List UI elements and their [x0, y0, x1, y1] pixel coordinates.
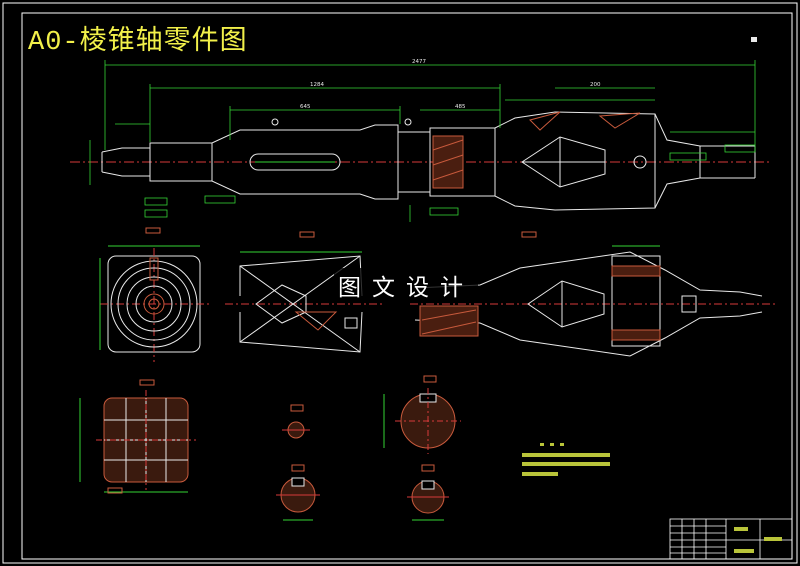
watermark: 图文设计	[334, 268, 478, 302]
section-view-large-circle	[383, 375, 461, 454]
roughness-mark	[751, 37, 757, 42]
main-view-dimension-text: 2477 1284 645 485 200	[300, 59, 601, 110]
dim-segment-a: 1284	[310, 82, 324, 88]
dim-segment-b: 645	[300, 104, 311, 110]
dim-segment-c: 485	[455, 104, 466, 110]
section-view-circle-left	[276, 464, 320, 521]
section-view-square	[79, 379, 196, 494]
shaft-main-view	[70, 111, 770, 211]
inner-frame	[21, 12, 793, 560]
dim-overall-length: 2477	[412, 59, 426, 65]
title-block	[669, 518, 793, 560]
drawing-title: A0-棱锥轴零件图	[28, 28, 248, 58]
section-view-circle-right	[407, 464, 449, 521]
shaft-outline-bottom	[101, 171, 755, 211]
left-end-view	[99, 227, 210, 362]
technical-requirements	[522, 443, 610, 476]
shaft-outline-top	[101, 111, 755, 153]
section-hatch	[432, 135, 464, 189]
main-view-dimensions	[89, 60, 756, 222]
keyway-slot	[249, 153, 341, 171]
section-hatch-right	[419, 305, 479, 337]
cone-right-view	[410, 231, 775, 357]
dim-segment-d: 200	[590, 82, 601, 88]
section-view-small-circle	[282, 404, 310, 439]
